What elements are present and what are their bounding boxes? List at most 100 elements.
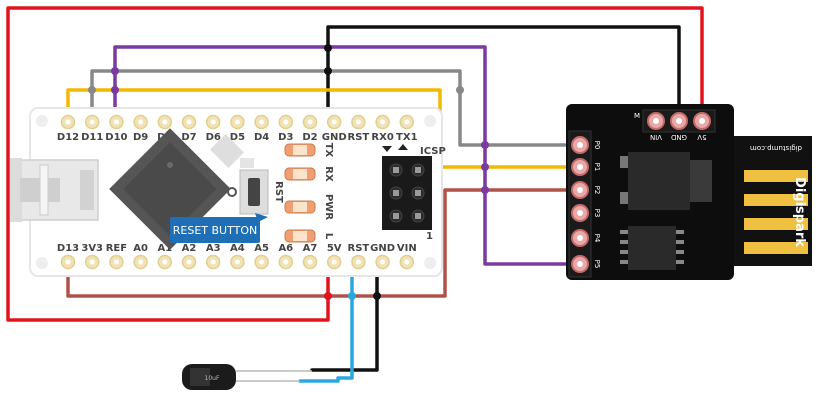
digispark-pin-label: P3 <box>593 209 601 218</box>
nano-pin-label: D6 <box>206 132 221 143</box>
nano-pin-hole <box>186 259 192 265</box>
nano-pin-label: 3V3 <box>81 243 103 254</box>
icsp-pin-core <box>393 167 399 173</box>
nano-pin-hole <box>307 259 313 265</box>
voltage-regulator <box>620 152 712 210</box>
nano-pin-label: VIN <box>397 243 417 254</box>
digispark-pin-label: P5 <box>593 260 601 269</box>
icsp-pin-core <box>393 213 399 219</box>
icsp-header: ICSP 1 <box>382 144 446 242</box>
nano-pin-hole <box>307 119 313 125</box>
wire-junctions <box>88 44 489 300</box>
nano-pin-hole <box>331 119 337 125</box>
digispark-pin-label: P1 <box>593 163 601 172</box>
nano-pin-label: REF <box>106 243 127 254</box>
digispark-power-label: GND <box>671 133 687 141</box>
nano-pin-label: D11 <box>81 132 103 143</box>
digispark-power-hole <box>653 118 659 124</box>
reset-button[interactable] <box>227 169 269 215</box>
chip-leg <box>676 240 684 244</box>
nano-pin-hole <box>89 259 95 265</box>
nano-pin-label: A3 <box>206 243 221 254</box>
digispark-power-hole <box>699 118 705 124</box>
digispark-power-hole <box>676 118 682 124</box>
chip-leg <box>620 260 628 264</box>
chip-leg <box>620 250 628 254</box>
nano-pin-label: A6 <box>278 243 293 254</box>
mount-hole <box>36 115 48 127</box>
icsp-label: ICSP <box>420 146 446 157</box>
nano-pin-hole <box>404 119 410 125</box>
digispark-pin-hole <box>577 235 583 241</box>
icsp-number: 1 <box>426 231 433 242</box>
wire-black-cap <box>310 260 379 372</box>
digispark-pin-label: P2 <box>593 186 601 195</box>
nano-pin-label: D7 <box>181 132 196 143</box>
digispark-pin-hole <box>577 187 583 193</box>
icsp-pin-core <box>393 190 399 196</box>
nano-pin-label: RST <box>348 243 370 254</box>
nano-pin-hole <box>234 119 240 125</box>
nano-pin-label: TX1 <box>396 132 418 143</box>
nano-pin-hole <box>355 119 361 125</box>
nano-pin-label: GND <box>322 132 347 143</box>
nano-pin-hole <box>380 119 386 125</box>
electrolytic-capacitor: 10uF <box>182 364 312 390</box>
digispark-power-label: VIN <box>650 133 662 141</box>
nano-pin-label: D5 <box>230 132 245 143</box>
digispark-brand: Digispark <box>792 177 807 247</box>
digispark-pin-hole <box>577 210 583 216</box>
nano-pin-hole <box>186 119 192 125</box>
nano-pin-label: GND <box>370 243 395 254</box>
nano-pin-hole <box>138 119 144 125</box>
digispark-pin-label: P4 <box>593 234 601 243</box>
rx-arrow-icon <box>382 146 392 152</box>
corner-mark: M <box>634 112 640 120</box>
nano-pin-hole <box>162 259 168 265</box>
status-led-lens <box>293 169 307 179</box>
mount-hole <box>424 257 436 269</box>
nano-pin-label: 5V <box>327 243 342 254</box>
nano-pin-label: D9 <box>133 132 148 143</box>
nano-pin-label: D13 <box>57 243 79 254</box>
nano-pin-label: D12 <box>57 132 79 143</box>
nano-pin-hole <box>283 119 289 125</box>
nano-pin-hole <box>234 259 240 265</box>
digispark-usb-tongue: digistump.com Digispark <box>734 136 812 266</box>
nano-pin-hole <box>404 259 410 265</box>
arduino-nano-board: D12D11D10D9D8D7D6D5D4D3D2GNDRSTRX0TX1 D1… <box>10 107 446 277</box>
nano-pin-hole <box>89 119 95 125</box>
led-label: TX <box>323 143 334 158</box>
digistump-site: digistump.com <box>750 144 802 152</box>
reset-label-badge: RESET BUTTON <box>170 213 268 243</box>
nano-pin-label: A5 <box>254 243 269 254</box>
nano-pin-hole <box>65 259 71 265</box>
nano-pin-hole <box>113 259 119 265</box>
chip-leg <box>620 240 628 244</box>
nano-pin-label: D3 <box>278 132 293 143</box>
status-led-lens <box>293 145 307 155</box>
nano-pin-label: D2 <box>302 132 317 143</box>
nano-pin-label: RX0 <box>371 132 393 143</box>
status-led-lens <box>293 231 307 241</box>
nano-pin-label: A2 <box>182 243 197 254</box>
nano-pin-hole <box>162 119 168 125</box>
digispark-pin-hole <box>577 142 583 148</box>
nano-pin-hole <box>331 259 337 265</box>
wire-black-gnd <box>326 25 681 130</box>
nano-pin-label: D10 <box>105 132 127 143</box>
digispark-power-label: 5V <box>697 133 706 141</box>
icsp-pin-core <box>415 190 421 196</box>
mount-hole <box>424 115 436 127</box>
nano-pin-hole <box>113 119 119 125</box>
wire-brown-d13-p2 <box>66 188 582 298</box>
small-chip <box>210 134 244 168</box>
usb-connector <box>10 158 99 222</box>
attiny-chip <box>620 226 684 270</box>
